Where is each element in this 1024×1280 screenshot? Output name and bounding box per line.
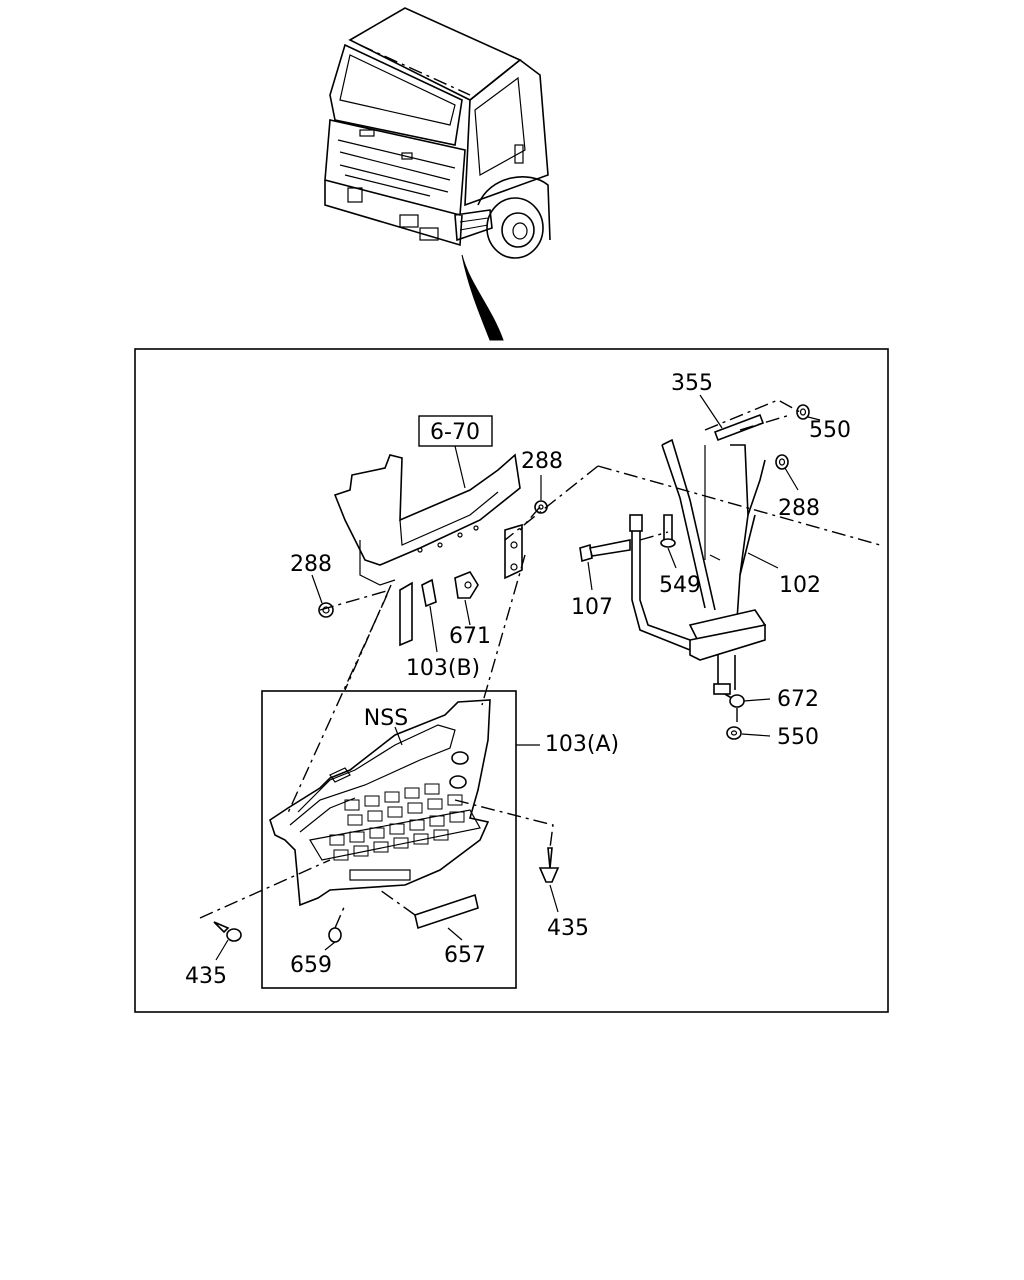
callout-355: 355 xyxy=(671,371,713,396)
callout-435-right: 435 xyxy=(547,916,589,941)
callout-107: 107 xyxy=(571,595,613,620)
nut-550-bottom xyxy=(726,726,742,740)
strap-355 xyxy=(713,413,765,442)
callout-103a: 103(A) xyxy=(545,732,619,757)
grommet-659 xyxy=(328,927,342,943)
callout-102: 102 xyxy=(779,573,821,598)
step-bracket-103b xyxy=(333,453,523,647)
clip-103b xyxy=(421,578,437,608)
callout-550-bottom: 550 xyxy=(777,725,819,750)
callout-nss: NSS xyxy=(364,706,408,731)
clip-671 xyxy=(454,571,479,599)
callout-671: 671 xyxy=(449,624,491,649)
leader-lines xyxy=(215,394,821,961)
callout-435-left: 435 xyxy=(185,964,227,989)
step-bar-102 xyxy=(629,438,767,701)
screw-435-right xyxy=(538,847,560,883)
callout-288-left: 288 xyxy=(290,552,332,577)
detail-frame xyxy=(134,348,889,1013)
reference-label: 6-70 xyxy=(430,420,480,445)
callout-288-right: 288 xyxy=(778,496,820,521)
detail-arrow xyxy=(461,254,504,341)
nut-288-right xyxy=(775,454,789,470)
bolt-107 xyxy=(579,539,631,563)
callout-549: 549 xyxy=(659,573,701,598)
assembly-lines xyxy=(199,399,881,929)
reflector-657 xyxy=(414,893,479,930)
callout-659: 659 xyxy=(290,953,332,978)
callout-103b: 103(B) xyxy=(406,656,480,681)
callout-288-top: 288 xyxy=(521,449,563,474)
callout-672: 672 xyxy=(777,687,819,712)
callout-550-top: 550 xyxy=(809,418,851,443)
callout-657: 657 xyxy=(444,943,486,968)
step-assembly-103a xyxy=(269,699,491,907)
truck-cab-illustration xyxy=(324,7,551,259)
bolt-549 xyxy=(660,514,676,548)
step-assembly-box xyxy=(261,690,517,989)
nut-550-top xyxy=(796,404,810,420)
screw-435-left xyxy=(213,921,242,942)
bushing-672 xyxy=(729,694,745,708)
nut-288-left xyxy=(318,602,334,618)
